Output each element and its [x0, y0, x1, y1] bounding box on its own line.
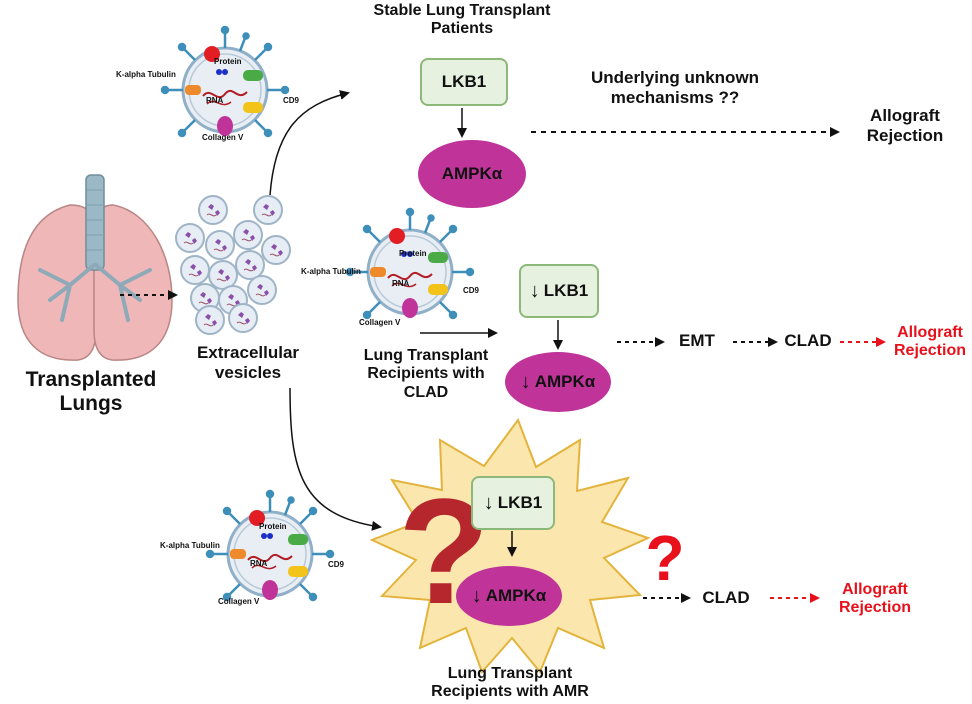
vesicle-bot-protein-label: Protein [259, 522, 287, 531]
lkb1-clad-box: ↓LKB1 [519, 264, 599, 318]
vesicle-mid-cd9-label: CD9 [463, 286, 480, 295]
clad-recipients-title: Lung Transplant Recipients with CLAD [363, 347, 489, 401]
vesicle-mid-collagen-label: Collagen V [359, 318, 401, 327]
amr-starburst [369, 417, 651, 674]
red-question-mark: ? [645, 522, 685, 594]
vesicle-mid-rna-label: RNA [392, 279, 410, 288]
vesicle-mid-protein-label: Protein [399, 249, 427, 258]
vesicle-bot-tubulin-label: K-alpha Tubulin [160, 541, 220, 550]
lkb1-clad-label: LKB1 [543, 281, 589, 300]
transplanted-lungs-label: Transplanted Lungs [25, 368, 157, 416]
vesicle-top-collagen-label: Collagen V [202, 133, 244, 142]
vesicle-bot-rna-label: RNA [250, 559, 268, 568]
vesicle-top-protein-label: Protein [214, 57, 242, 66]
emt-label: EMT [679, 331, 715, 350]
lungs-illustration [17, 174, 173, 361]
clad-amr-label: CLAD [702, 588, 750, 607]
allograft-rejection-amr: Allograft Rejection [838, 581, 911, 617]
down-arrow-icon: ↓ [529, 279, 540, 302]
lkb1-amr-box: ↓LKB1 [471, 476, 555, 530]
unknown-mechanisms-label: Underlying unknown mechanisms ?? [590, 68, 760, 107]
vesicle-middle [345, 207, 475, 320]
lkb1-stable-box: LKB1 [420, 58, 508, 106]
ampk-clad-label: AMPKα [534, 372, 596, 391]
clad-label: CLAD [784, 331, 832, 350]
ampk-stable-ellipse: AMPKα [418, 140, 526, 208]
vesicle-mid-tubulin-label: K-alpha Tubulin [301, 267, 361, 276]
allograft-rejection-stable: Allograft Rejection [866, 106, 944, 145]
allograft-rejection-clad: Allograft Rejection [893, 324, 966, 360]
vesicle-bot-collagen-label: Collagen V [218, 597, 260, 606]
vesicle-top-cd9-label: CD9 [283, 96, 300, 105]
down-arrow-icon: ↓ [483, 491, 494, 514]
down-arrow-icon: ↓ [471, 584, 482, 607]
vesicle-top [160, 25, 290, 138]
ampk-amr-label: AMPKα [485, 586, 547, 605]
lkb1-amr-label: LKB1 [497, 493, 543, 512]
vesicle-bottom [205, 489, 335, 602]
vesicle-bot-cd9-label: CD9 [328, 560, 345, 569]
ampk-amr-ellipse: ↓AMPKα [456, 566, 562, 626]
stable-patients-title: Stable Lung Transplant Patients [373, 2, 551, 38]
vesicle-top-tubulin-label: K-alpha Tubulin [116, 70, 176, 79]
amr-recipients-title: Lung Transplant Recipients with AMR [431, 665, 589, 701]
ampk-clad-ellipse: ↓AMPKα [505, 352, 611, 412]
extracellular-vesicles-label: Extracellular vesicles [196, 343, 300, 382]
extracellular-vesicles-cluster [175, 195, 291, 335]
vesicle-top-rna-label: RNA [206, 96, 224, 105]
down-arrow-icon: ↓ [520, 370, 531, 393]
